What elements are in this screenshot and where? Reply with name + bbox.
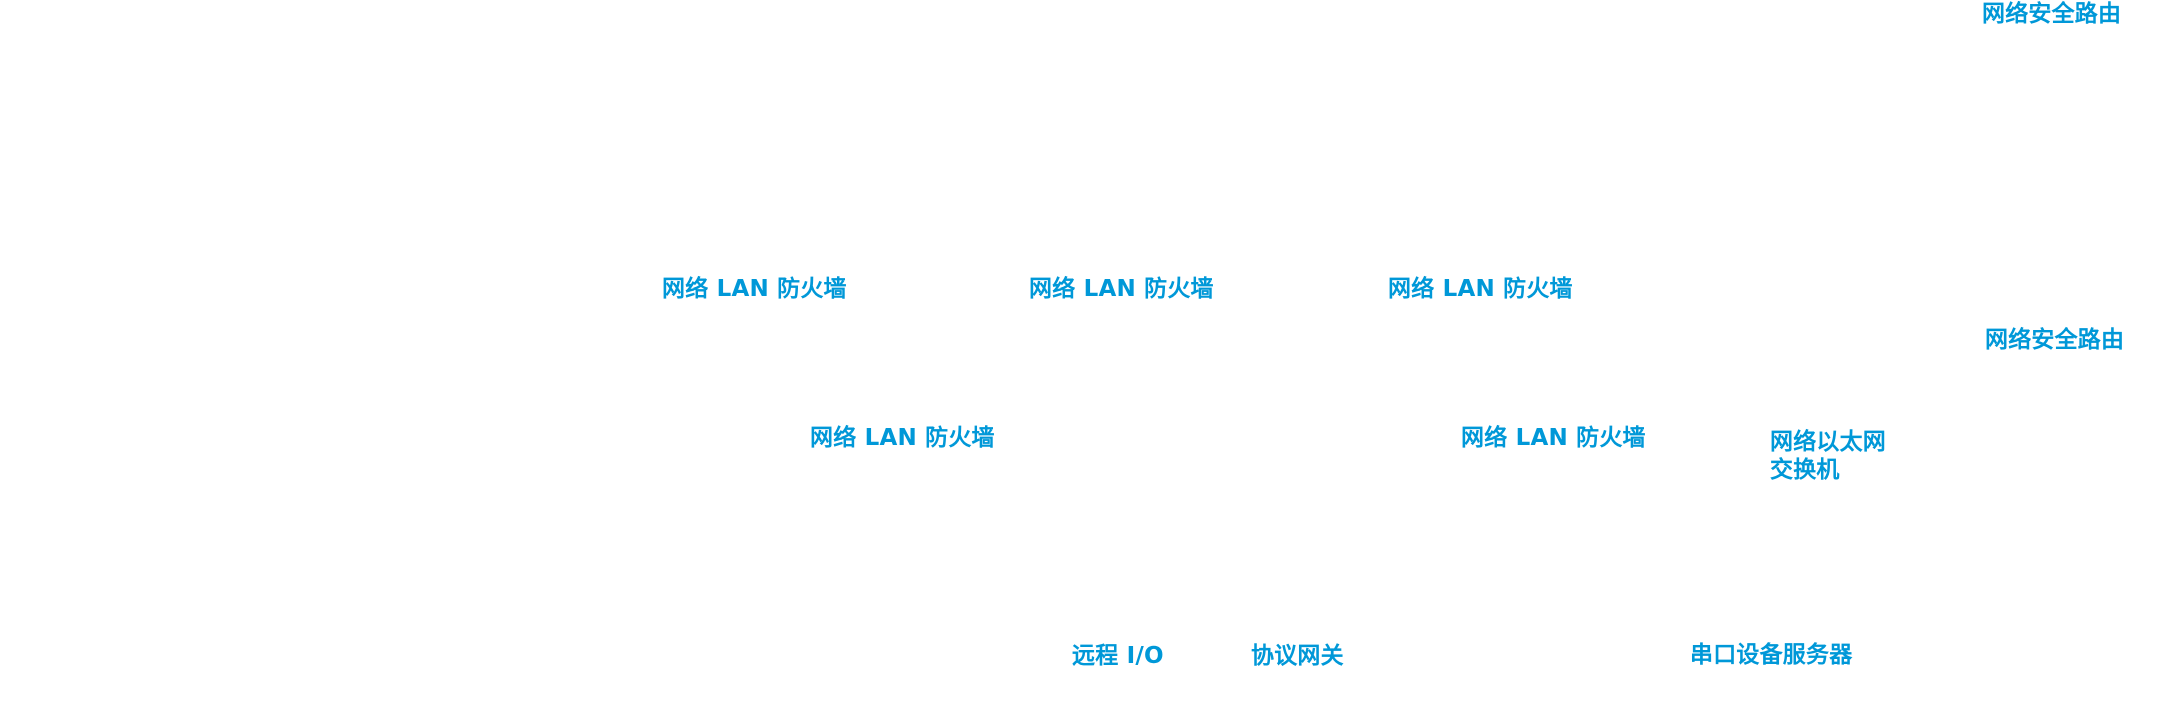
protocol-gateway-label: 协议网关 bbox=[1251, 643, 1344, 669]
lan-firewall-label-4: 网络 LAN 防火墙 bbox=[810, 425, 995, 451]
ethernet-switch-label-line-1: 网络以太网 bbox=[1770, 429, 1886, 455]
network-security-router-label-middle: 网络安全路由 bbox=[1985, 327, 2125, 353]
remote-io-label: 远程 I/O bbox=[1072, 643, 1164, 669]
lan-firewall-label-1: 网络 LAN 防火墙 bbox=[662, 276, 847, 302]
network-security-router-label-top: 网络安全路由 bbox=[1982, 1, 2122, 27]
lan-firewall-label-5: 网络 LAN 防火墙 bbox=[1461, 425, 1646, 451]
lan-firewall-label-2: 网络 LAN 防火墙 bbox=[1029, 276, 1214, 302]
serial-device-server-label: 串口设备服务器 bbox=[1690, 642, 1853, 668]
ethernet-switch-label-line-2: 交换机 bbox=[1770, 457, 1840, 483]
lan-firewall-label-3: 网络 LAN 防火墙 bbox=[1388, 276, 1573, 302]
ethernet-switch-label: 网络以太网 交换机 bbox=[1770, 428, 1886, 484]
